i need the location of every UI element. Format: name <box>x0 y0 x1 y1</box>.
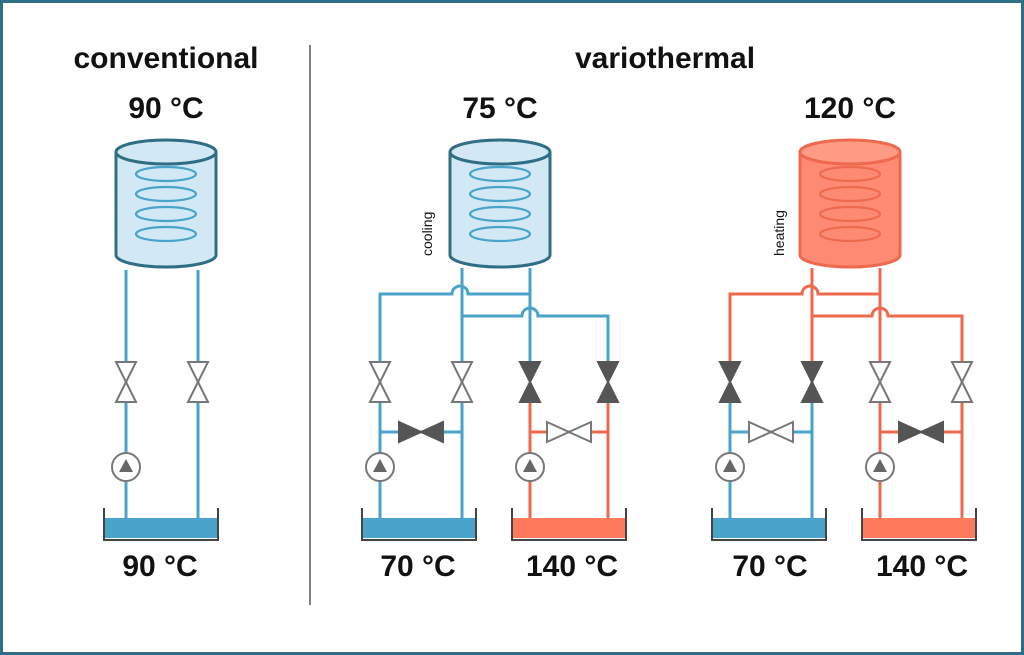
cooling-bypass-valve-hot <box>546 421 592 443</box>
cooling-pump-cold-icon <box>365 452 395 482</box>
heating-valve-2 <box>801 361 823 403</box>
cooling-pipes <box>378 268 610 520</box>
cooling-valve-3 <box>519 361 541 403</box>
heating-basin-cold <box>711 508 827 541</box>
cooling-pump-hot-icon <box>515 452 545 482</box>
cooling-valve-2 <box>451 361 473 403</box>
heating-tank <box>798 138 902 269</box>
heating-bypass-valve-hot <box>898 421 944 443</box>
heating-basin-hot <box>861 508 977 541</box>
cooling-side-label: cooling <box>419 212 435 256</box>
cooling-basin-cold <box>361 508 477 541</box>
cooling-basin-cold-temp: 70 °C <box>380 550 455 583</box>
conventional-basin-temp: 90 °C <box>122 550 197 583</box>
title-variothermal: variothermal <box>575 42 755 75</box>
cooling-basin-hot <box>511 508 627 541</box>
conventional-basin <box>103 508 219 541</box>
title-conventional: conventional <box>73 42 258 75</box>
heating-pump-hot-icon <box>865 452 895 482</box>
heating-basin-hot-temp: 140 °C <box>876 550 968 583</box>
heating-basin-cold-temp: 70 °C <box>732 550 807 583</box>
heating-valve-3 <box>869 361 891 403</box>
cooling-bypass-valve-cold <box>398 421 444 443</box>
heating-side-label: heating <box>771 210 787 256</box>
conventional-valve-right <box>187 361 209 403</box>
heating-pipes <box>728 268 964 520</box>
cooling-basin-hot-temp: 140 °C <box>526 550 618 583</box>
heating-tank-temp: 120 °C <box>804 92 896 125</box>
cooling-valve-4 <box>597 361 619 403</box>
conventional-tank-temp: 90 °C <box>128 92 203 125</box>
heating-valve-1 <box>719 361 741 403</box>
heating-pump-cold-icon <box>715 452 745 482</box>
cooling-valve-1 <box>369 361 391 403</box>
conventional-pipes <box>124 270 200 520</box>
heating-valve-4 <box>951 361 973 403</box>
conventional-valve-left <box>115 361 137 403</box>
conventional-pump-icon <box>111 452 141 482</box>
cooling-tank-temp: 75 °C <box>462 92 537 125</box>
conventional-tank <box>114 138 218 269</box>
heating-bypass-valve-cold <box>748 421 794 443</box>
cooling-tank <box>448 138 552 269</box>
